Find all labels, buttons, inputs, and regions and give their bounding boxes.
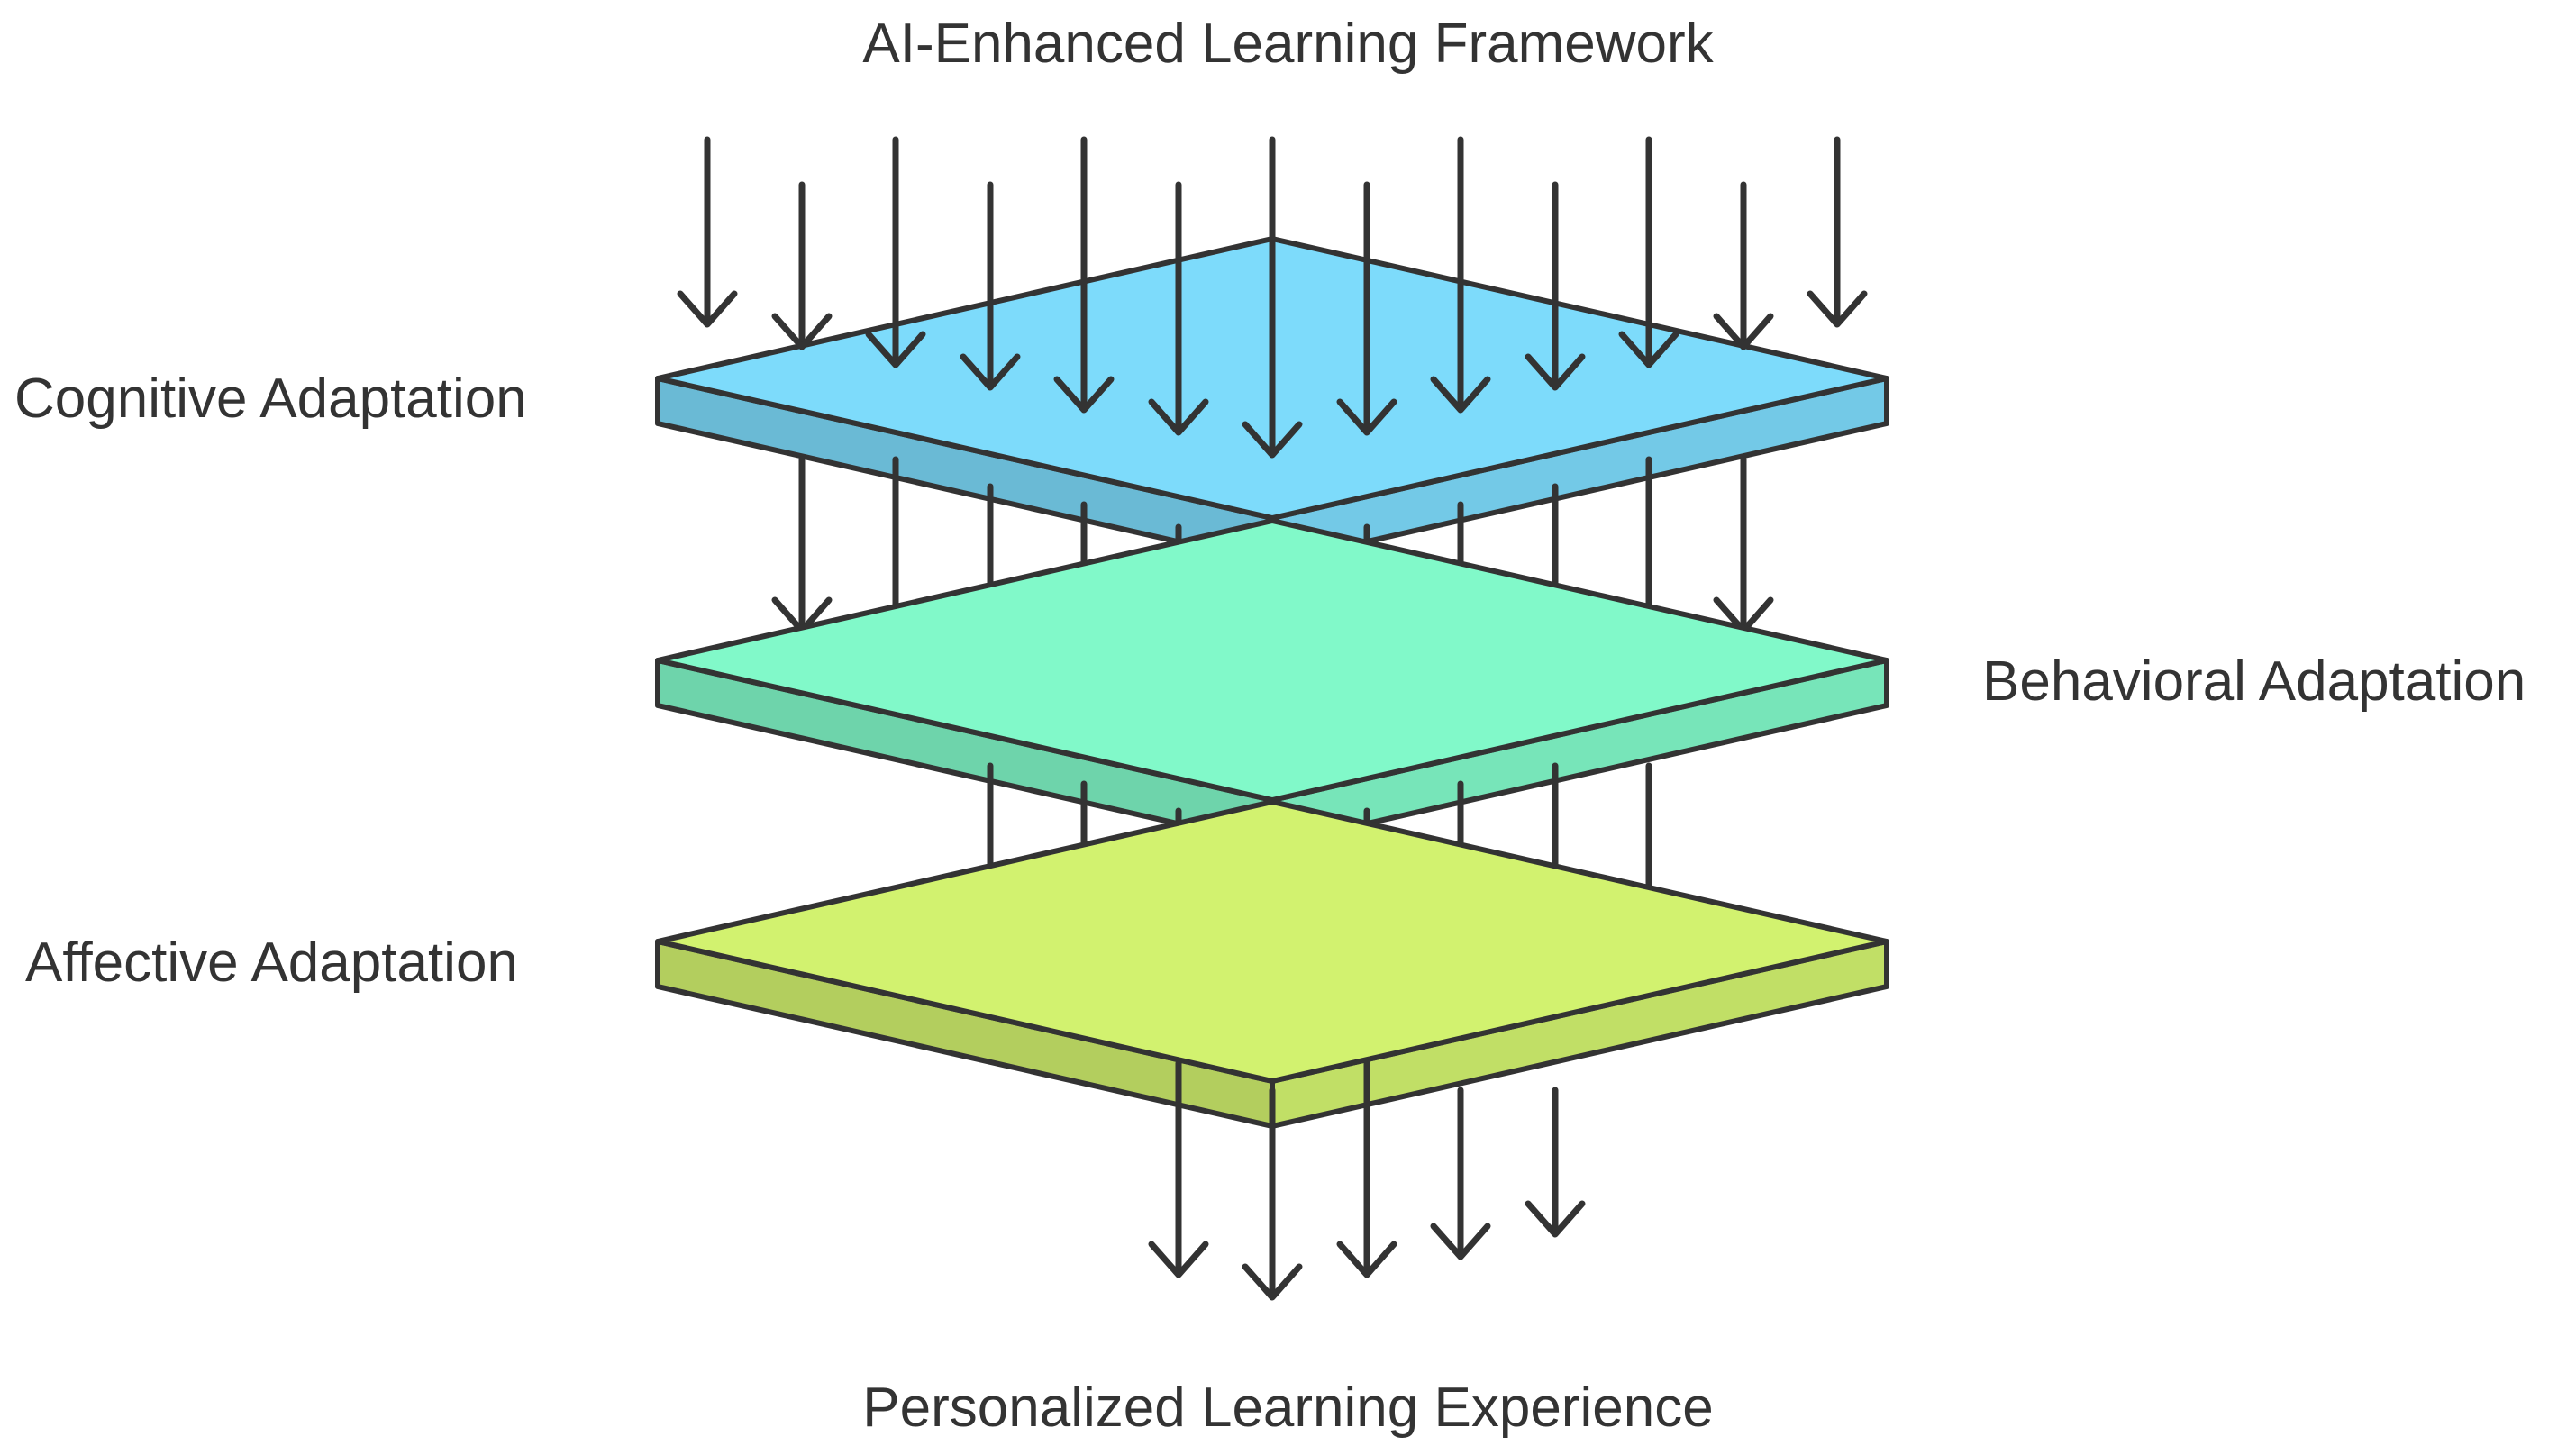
arrow-col10-seg0 bbox=[1618, 136, 1679, 368]
behavioral-adaptation-label: Behavioral Adaptation bbox=[1982, 650, 2526, 713]
arrow-col4-seg0 bbox=[1053, 136, 1115, 414]
cognitive-adaptation-label: Cognitive Adaptation bbox=[14, 368, 527, 430]
arrow-col1-seg1 bbox=[771, 456, 833, 634]
arrow-col12-seg0 bbox=[1807, 136, 1868, 328]
arrow-col0-seg0 bbox=[677, 136, 738, 328]
arrow-row-0 bbox=[677, 136, 1868, 459]
arrow-col9-seg3 bbox=[1525, 1087, 1586, 1238]
layer-plate-1 bbox=[655, 518, 1889, 848]
framework-title: AI-Enhanced Learning Framework bbox=[862, 13, 1714, 75]
plate-top-face bbox=[655, 799, 1889, 1084]
layer-plate-2 bbox=[655, 799, 1889, 1129]
arrow-col5-seg0 bbox=[1148, 181, 1209, 436]
arrow-col1-seg0 bbox=[771, 181, 833, 350]
arrow-col7-seg3 bbox=[1336, 1059, 1397, 1278]
plate-top-face bbox=[655, 518, 1889, 803]
arrow-col11-seg0 bbox=[1713, 181, 1774, 350]
arrow-col6-seg3 bbox=[1242, 1087, 1303, 1301]
arrow-col9-seg0 bbox=[1525, 181, 1586, 391]
arrow-col7-seg0 bbox=[1336, 181, 1397, 436]
arrow-col5-seg3 bbox=[1148, 1059, 1209, 1278]
arrow-col2-seg0 bbox=[865, 136, 926, 368]
arrow-row-3 bbox=[1148, 1059, 1586, 1301]
arrow-col6-seg0 bbox=[1242, 136, 1303, 459]
output-title: Personalized Learning Experience bbox=[862, 1377, 1714, 1439]
arrow-col3-seg0 bbox=[960, 181, 1021, 391]
arrow-col8-seg3 bbox=[1430, 1087, 1491, 1260]
arrow-col8-seg0 bbox=[1430, 136, 1491, 414]
arrow-col11-seg1 bbox=[1713, 456, 1774, 634]
affective-adaptation-label: Affective Adaptation bbox=[25, 932, 518, 994]
